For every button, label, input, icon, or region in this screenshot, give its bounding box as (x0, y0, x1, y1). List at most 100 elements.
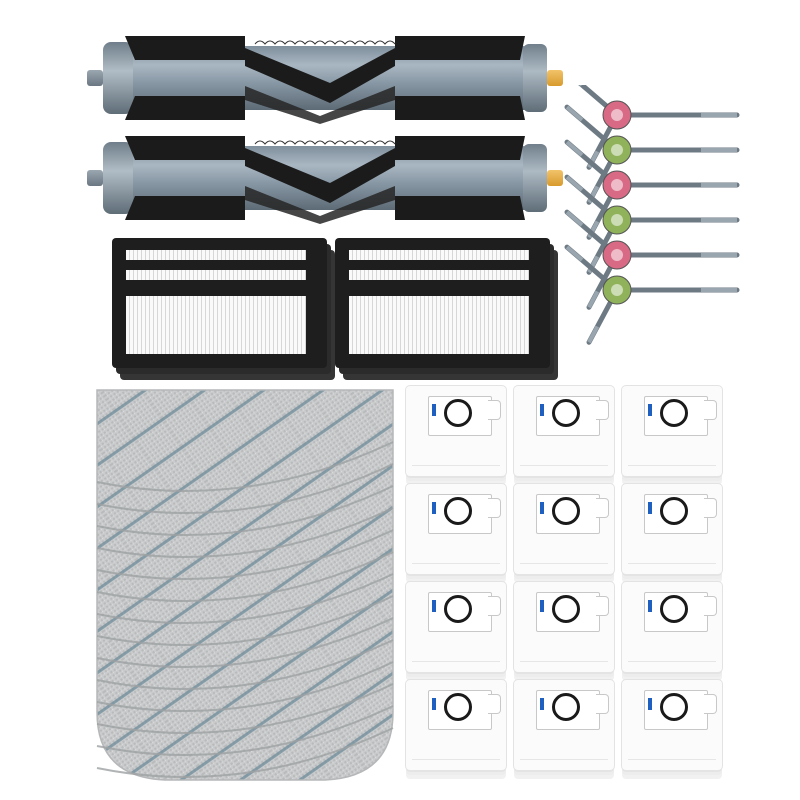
bag-tab (596, 694, 609, 714)
bag-mark (648, 600, 652, 612)
roller-brush-2 (87, 128, 565, 228)
mop-pad-edge (96, 727, 394, 778)
bag-tab (596, 498, 609, 518)
roller-bristles (125, 136, 525, 224)
side-brush (578, 85, 740, 170)
roller-end-cap-right (523, 44, 547, 112)
roller-end-cap-left (103, 42, 133, 114)
roller-pin-right (547, 70, 563, 86)
bag-mark (648, 502, 652, 514)
bag-ring (444, 497, 472, 525)
bag-tab (596, 400, 609, 420)
bag-fold (412, 759, 500, 760)
dust-bag (406, 386, 506, 476)
bag-ring (660, 693, 688, 721)
roller-bristles (125, 36, 525, 124)
side-brush (564, 174, 740, 275)
bag-ring (444, 399, 472, 427)
bag-mark (432, 698, 436, 710)
dust-bag (406, 484, 506, 574)
filter-mesh (349, 296, 529, 354)
mop-pad-edge (96, 441, 394, 492)
bag-mark (540, 600, 544, 612)
mop-pad-edge (96, 463, 394, 514)
dust-bag (622, 386, 722, 476)
bag-fold (628, 661, 716, 662)
filter-mesh-strip (126, 250, 306, 260)
roller-brush-1 (87, 28, 565, 128)
bag-fold (628, 563, 716, 564)
bag-tab (596, 596, 609, 616)
dust-bag (622, 680, 722, 770)
dust-bag (406, 680, 506, 770)
filter-mesh-strip (349, 270, 529, 280)
mop-pad-edge (96, 595, 394, 646)
dust-bag (514, 582, 614, 672)
dust-bag-grid (400, 378, 730, 788)
bag-mark (432, 502, 436, 514)
bag-tab (488, 498, 501, 518)
bag-mark (648, 698, 652, 710)
bag-fold (412, 465, 500, 466)
mop-pad-edge (96, 705, 394, 756)
bag-ring (444, 693, 472, 721)
bag-fold (520, 465, 608, 466)
bag-ring (444, 595, 472, 623)
filter-mesh-strip (349, 250, 529, 260)
side-brush-stack (564, 85, 740, 345)
mop-pad-edge (96, 639, 394, 690)
bag-fold (520, 563, 608, 564)
bag-fold (412, 661, 500, 662)
mop-pad-edge (96, 529, 394, 580)
roller-end-cap-right (523, 144, 547, 212)
bag-fold (628, 465, 716, 466)
bag-mark (540, 404, 544, 416)
bag-tab (704, 694, 717, 714)
mop-pad-edges (96, 441, 394, 778)
bag-mark (540, 698, 544, 710)
bag-mark (432, 404, 436, 416)
bag-ring (552, 497, 580, 525)
roller-pin-right (547, 170, 563, 186)
bag-tab (704, 596, 717, 616)
bag-mark (540, 502, 544, 514)
dust-bag (514, 386, 614, 476)
bag-ring (552, 693, 580, 721)
mop-pad-edge (96, 507, 394, 558)
dust-bag (406, 582, 506, 672)
bag-ring (552, 399, 580, 427)
mop-pad-edge (96, 683, 394, 734)
dust-bag (622, 582, 722, 672)
bag-tab (488, 596, 501, 616)
side-brush (564, 104, 740, 205)
bag-fold (628, 759, 716, 760)
dust-bag (514, 680, 614, 770)
hepa-filter-1 (112, 238, 327, 368)
bag-mark (648, 404, 652, 416)
bag-ring (660, 497, 688, 525)
filter-mesh-strip (126, 270, 306, 280)
dust-bag (514, 484, 614, 574)
roller-end-cap-left (103, 142, 133, 214)
bag-tab (488, 400, 501, 420)
bag-tab (488, 694, 501, 714)
mop-pad-edge (96, 551, 394, 602)
dust-bag (622, 484, 722, 574)
bag-tab (704, 498, 717, 518)
bag-fold (520, 661, 608, 662)
bag-ring (660, 595, 688, 623)
bag-ring (660, 399, 688, 427)
roller-pin-left (87, 70, 103, 86)
bag-ring (552, 595, 580, 623)
bag-tab (704, 400, 717, 420)
mop-pad-edge (96, 617, 394, 668)
mop-pad-edge (96, 573, 394, 624)
bag-fold (520, 759, 608, 760)
bag-fold (412, 563, 500, 564)
side-brush (564, 209, 740, 310)
mop-pad-edge (96, 485, 394, 536)
filter-mesh (126, 296, 306, 354)
mop-pad-edge (96, 661, 394, 712)
side-brush (564, 244, 740, 345)
